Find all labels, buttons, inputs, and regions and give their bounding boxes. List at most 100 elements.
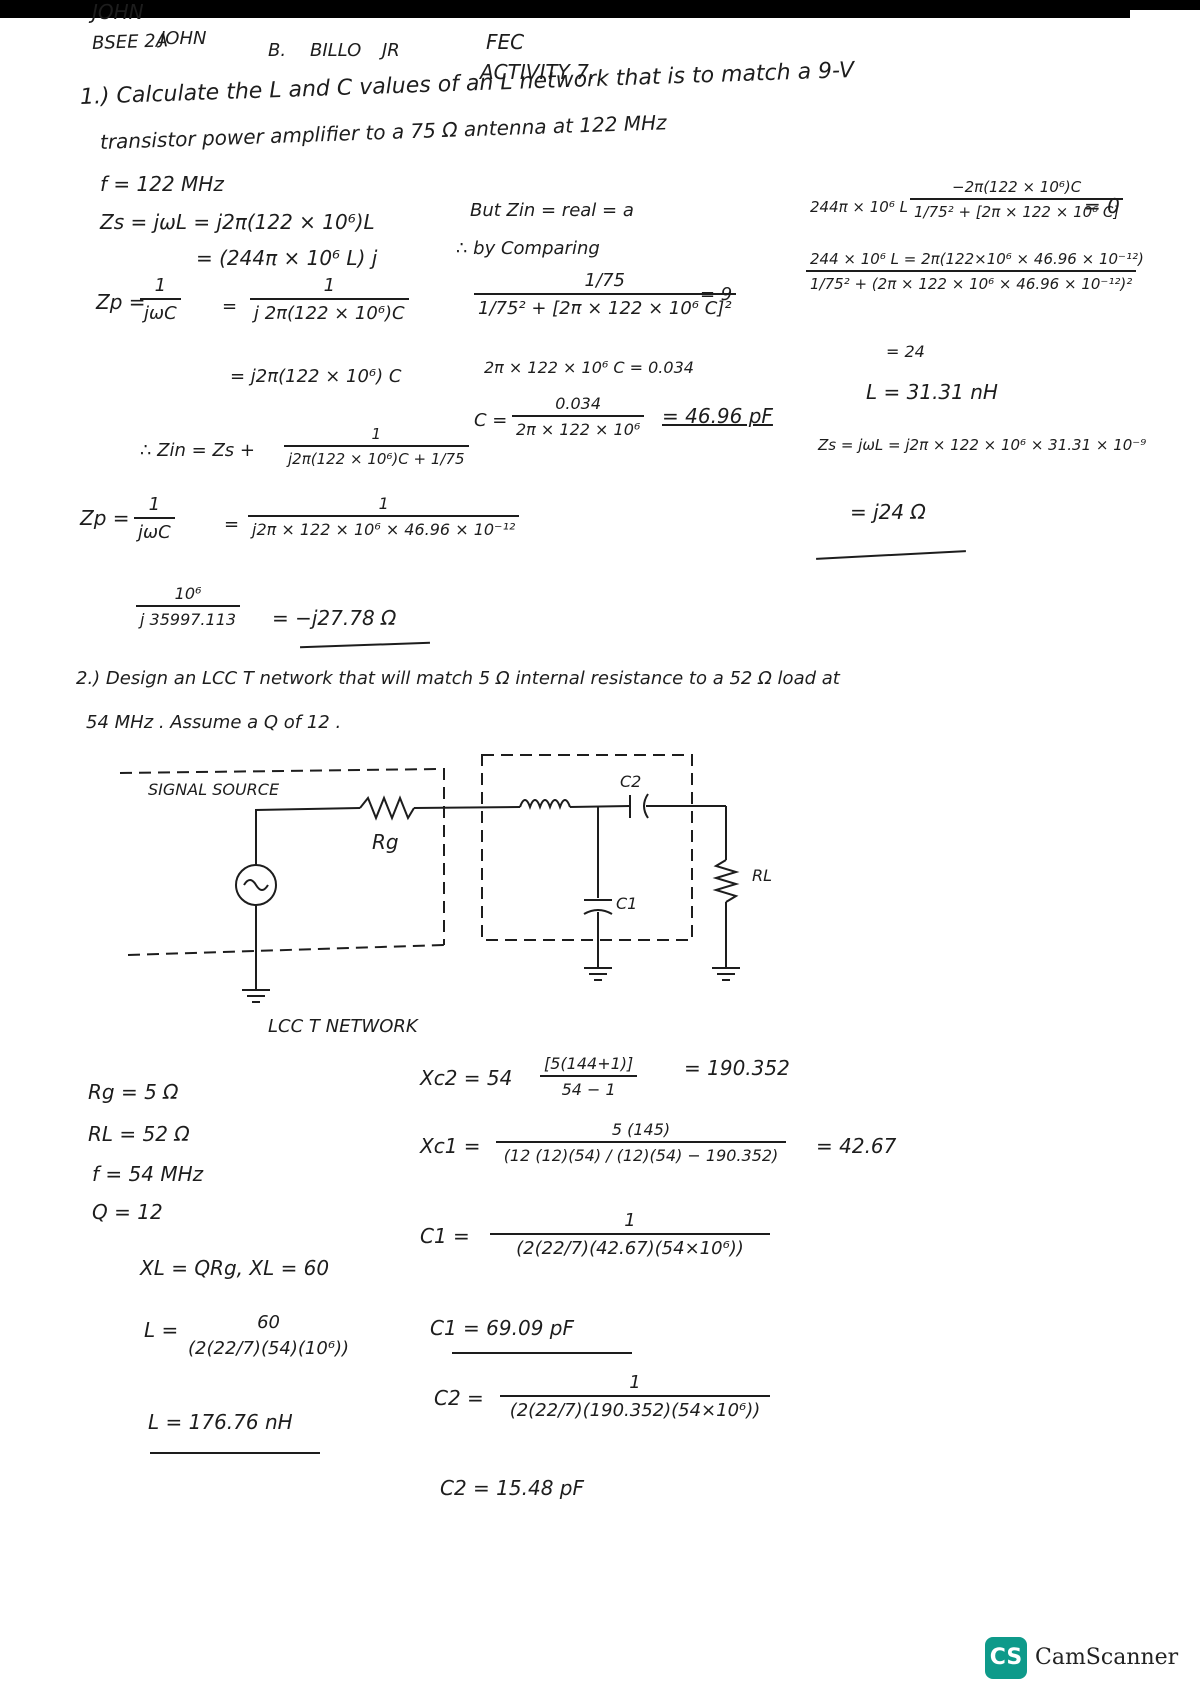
p1-final-den: j 35997.113: [140, 610, 237, 629]
p1-by-comparing: ∴ by Comparing: [456, 238, 600, 259]
p2-c1-fraction: 1 (2(22/7)(42.67)(54×10⁶)): [490, 1210, 770, 1259]
p1-compare-num: 1/75: [474, 270, 736, 295]
p2-c2-num: 1: [500, 1372, 770, 1397]
c1-label: C1: [616, 894, 638, 913]
p1-c-den: 2π × 122 × 10⁶: [516, 420, 641, 439]
rl-label: RL: [752, 866, 773, 885]
p1-zp-den: jωC: [144, 303, 177, 324]
p1-compare-den: 1/75² + [2π × 122 × 10⁶ C]²: [478, 298, 732, 319]
p1-zp3: = j2π(122 × 10⁶) C: [230, 366, 402, 387]
p1-zs-simplified: = (244π × 10⁶ L) j: [196, 246, 378, 270]
p2-l-fraction: 60 (2(22/7)(54)(10⁶)): [184, 1312, 353, 1359]
p1-zin-fraction: 1 j2π(122 × 10⁶)C + 1/75: [284, 425, 469, 468]
p1-c-num: 0.034: [512, 394, 645, 417]
diagram-caption: LCC T NETWORK: [268, 1016, 418, 1037]
p1-zp-b-num2: 1: [248, 494, 520, 517]
p2-l-num: 60: [257, 1312, 280, 1333]
p1-r-fraction: −2π(122 × 10⁶)C 1/75² + [2π × 122 × 10⁶ …: [910, 178, 1124, 221]
p2-xc1-den: (12 (12)(54) / (12)(54) − 190.352): [503, 1146, 779, 1165]
p1-zin-lhs: ∴ Zin = Zs +: [140, 440, 255, 461]
ac-source-wave: [243, 879, 269, 891]
p1-l-result: L = 31.31 nH: [866, 380, 998, 404]
given-frequency: f = 54 MHz: [92, 1162, 204, 1186]
p1-zp-fraction: 1 jωC: [140, 275, 181, 324]
signal-source-label: SIGNAL SOURCE: [148, 780, 280, 799]
scan-top-border-right: [1130, 0, 1200, 10]
p2-statement-line2: 54 MHz . Assume a Q of 12 .: [86, 712, 342, 733]
p1-c-fraction: 0.034 2π × 122 × 10⁶: [512, 394, 645, 439]
p1-zp2-num: 1: [250, 275, 409, 300]
p1-final-fraction: 10⁶ j 35997.113: [136, 584, 241, 629]
p2-c2-result: C2 = 15.48 pF: [440, 1476, 584, 1500]
p2-c1-num: 1: [490, 1210, 770, 1235]
p2-statement-line1: 2.) Design an LCC T network that will ma…: [76, 668, 840, 689]
p2-xc1-lhs: Xc1 =: [420, 1134, 481, 1158]
p1-compare-rhs: = 9: [700, 284, 733, 305]
network-box-dashed: [481, 754, 693, 941]
p1-r-lhs: 244π × 10⁶ L: [810, 198, 908, 216]
p2-xc2-num: [5(144+1)]: [540, 1054, 638, 1077]
p1-two-pi-c: 2π × 122 × 10⁶ C = 0.034: [484, 358, 694, 377]
p1-c-lhs: C =: [474, 410, 508, 431]
header-subject: FEC: [486, 30, 525, 54]
p2-c1-den: (2(22/7)(42.67)(54×10⁶)): [516, 1238, 744, 1259]
header-activity: ACTIVITY 7.: [480, 60, 596, 84]
p1-zp2-fraction: 1 j 2π(122 × 10⁶)C: [250, 275, 409, 324]
source-box-bottom-dashed: [127, 944, 445, 956]
header-name-top: JOHN: [92, 0, 144, 24]
p2-c2-fraction: 1 (2(22/7)(190.352)(54×10⁶)): [500, 1372, 770, 1421]
p1-c-result: = 46.96 pF: [662, 404, 773, 428]
wire-inductor-to-c2: [569, 805, 631, 808]
p2-c1-result-underline: [452, 1352, 632, 1354]
p2-xc2-fraction: [5(144+1)] 54 − 1: [540, 1054, 638, 1099]
p1-r2: 244 × 10⁶ L = 2π(122×10⁶ × 46.96 × 10⁻¹²…: [806, 250, 1144, 272]
wire-source-to-rg: [255, 807, 361, 865]
p1-but-statement: But Zin = real = a: [470, 200, 634, 221]
p2-xc1-fraction: 5 (145) (12 (12)(54) / (12)(54) − 190.35…: [496, 1120, 786, 1165]
p2-xc1-result: = 42.67: [816, 1134, 897, 1158]
c2-plate-right: [643, 793, 649, 819]
p2-c2-lhs: C2 =: [434, 1386, 484, 1410]
camscanner-logo: CS: [985, 1637, 1027, 1679]
wire-rg-to-inductor: [413, 806, 521, 809]
p2-l-result-underline: [150, 1452, 320, 1454]
p1-r3: = 24: [886, 342, 925, 361]
p1-zp-b-lhs: Zp =: [80, 506, 130, 530]
c2-label: C2: [620, 772, 642, 791]
scan-top-border: [0, 0, 1130, 18]
p2-xc1-num: 5 (145): [496, 1120, 786, 1143]
p1-final-result: = −j27.78 Ω: [272, 606, 397, 630]
header-suffix: JR: [382, 40, 400, 61]
header-middle-initial: B.: [268, 40, 287, 61]
p1-r-rhs: = 0: [1084, 194, 1120, 218]
p2-xc2-lhs: Xc2 = 54: [420, 1066, 513, 1090]
header-last-name: BILLO: [310, 40, 362, 61]
p1-r2-fraction: 244 × 10⁶ L = 2π(122×10⁶ × 46.96 × 10⁻¹²…: [806, 250, 1144, 293]
p2-xl: XL = QRg, XL = 60: [140, 1256, 330, 1280]
p1-zp-lhs: Zp =: [96, 290, 146, 314]
rg-resistor: [359, 795, 415, 821]
p1-zp2-den: j 2π(122 × 10⁶)C: [254, 303, 405, 324]
p1-r2-den: 1/75² + (2π × 122 × 10⁶ × 46.96 × 10⁻¹²)…: [810, 275, 1133, 293]
p1-zs-result: = j24 Ω: [850, 500, 926, 524]
p2-l-den: (2(22/7)(54)(10⁶)): [188, 1338, 350, 1359]
p1-zs-equation: Zs = jωL = j2π(122 × 10⁶)L: [100, 210, 375, 234]
given-rg: Rg = 5 Ω: [88, 1080, 179, 1104]
rl-resistor: [712, 859, 740, 903]
p1-zp-b-fraction: 1 jωC: [134, 494, 175, 543]
p2-l-lhs: L =: [144, 1318, 179, 1342]
p2-c2-den: (2(22/7)(190.352)(54×10⁶)): [509, 1400, 761, 1421]
source-box-top-dashed: [119, 768, 441, 774]
p2-xc2-den: 54 − 1: [561, 1080, 616, 1099]
p1-zp-num: 1: [140, 275, 181, 300]
camscanner-text: CamScanner: [1035, 1645, 1179, 1670]
p1-r-num: −2π(122 × 10⁶)C: [910, 178, 1124, 200]
header-first-name: JOHN: [160, 28, 207, 49]
p1-compare-fraction: 1/75 1/75² + [2π × 122 × 10⁶ C]²: [474, 270, 736, 319]
p2-c1-result: C1 = 69.09 pF: [430, 1316, 574, 1340]
p1-zs-calc: Zs = jωL = j2π × 122 × 10⁶ × 31.31 × 10⁻…: [818, 436, 1147, 454]
p1-r-den: 1/75² + [2π × 122 × 10⁶ C]: [914, 203, 1120, 221]
inductor-coil: [519, 799, 571, 810]
given-q: Q = 12: [92, 1200, 163, 1224]
